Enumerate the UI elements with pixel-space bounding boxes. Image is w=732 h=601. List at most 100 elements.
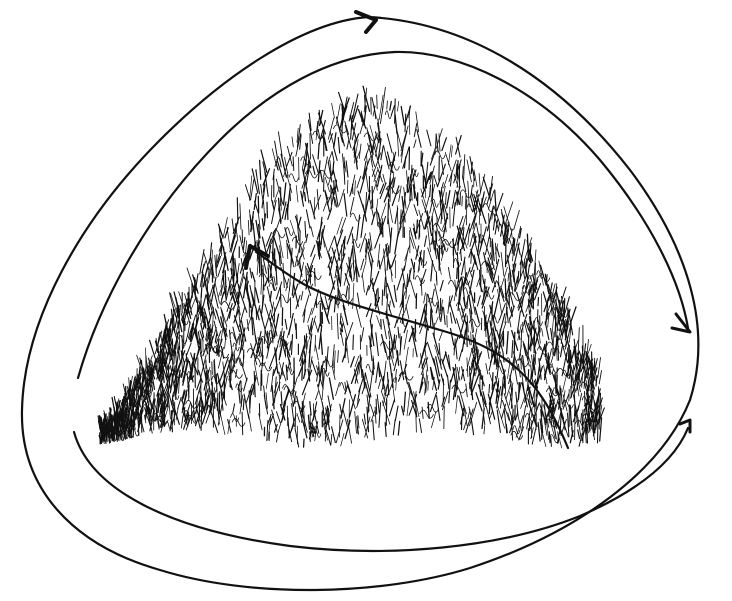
hatch-stroke xyxy=(301,291,303,300)
hatch-stroke xyxy=(285,208,287,219)
hatch-stroke xyxy=(382,290,383,305)
hatch-stroke xyxy=(479,174,480,193)
hatch-stroke xyxy=(454,281,458,301)
hatch-stroke xyxy=(316,391,319,400)
hatch-stroke xyxy=(176,352,177,368)
hatch-stroke xyxy=(237,198,238,224)
hatch-stroke xyxy=(284,390,288,404)
hatch-stroke xyxy=(397,307,402,323)
hatch-stroke xyxy=(355,181,356,196)
hatch-stroke xyxy=(272,201,274,210)
hatch-stroke xyxy=(596,376,597,386)
hatch-stroke xyxy=(457,164,458,179)
hatch-stroke xyxy=(378,379,380,388)
hatch-stroke xyxy=(431,261,433,281)
hatch-stroke xyxy=(459,396,464,416)
hatch-stroke xyxy=(272,410,278,432)
hatch-stroke xyxy=(232,219,234,231)
hatch-stroke xyxy=(466,384,468,397)
hatch-stroke xyxy=(561,388,562,404)
hatch-stroke xyxy=(378,168,383,182)
hatch-squiggle xyxy=(439,237,452,245)
hatch-stroke xyxy=(381,146,383,159)
hatch-stroke xyxy=(181,417,182,428)
hatch-stroke xyxy=(414,140,416,148)
hatch-stroke xyxy=(324,371,325,381)
hatch-stroke xyxy=(417,220,418,233)
hatch-stroke xyxy=(551,437,552,447)
hatch-stroke xyxy=(295,428,299,447)
hatch-squiggle xyxy=(538,274,550,282)
hatch-stroke xyxy=(290,341,291,350)
hatch-stroke xyxy=(382,335,386,353)
hatch-stroke xyxy=(493,296,499,320)
hatch-stroke xyxy=(346,161,348,177)
hatch-stroke xyxy=(430,185,431,197)
hatch-stroke xyxy=(357,176,361,188)
hatch-stroke xyxy=(287,205,288,220)
hatch-stroke xyxy=(285,319,287,329)
hatch-stroke xyxy=(288,418,290,438)
hatch-stroke xyxy=(534,329,535,352)
hatch-stroke xyxy=(291,256,292,267)
hatch-squiggle xyxy=(420,410,434,418)
hatch-stroke xyxy=(440,281,443,291)
hatch-stroke xyxy=(275,141,278,159)
hatch-stroke xyxy=(355,412,357,434)
hatch-stroke xyxy=(482,376,483,390)
hatch-stroke xyxy=(446,193,447,205)
hatch-stroke xyxy=(239,289,247,312)
hatch-stroke xyxy=(476,223,480,243)
hatch-stroke xyxy=(356,305,362,327)
hatch-squiggle xyxy=(324,359,333,367)
hatch-stroke xyxy=(402,406,404,415)
hatch-stroke xyxy=(383,174,385,183)
hatch-stroke xyxy=(411,165,412,182)
hatch-stroke xyxy=(313,166,315,174)
hatch-stroke xyxy=(331,435,332,446)
hatch-stroke xyxy=(442,138,447,151)
hatch-squiggle xyxy=(483,204,494,212)
hatch-stroke xyxy=(396,378,397,391)
hatch-stroke xyxy=(376,399,377,414)
hatch-stroke xyxy=(281,187,282,210)
hatch-squiggle xyxy=(508,293,522,301)
hatch-stroke xyxy=(340,404,342,412)
hatch-squiggle xyxy=(435,151,446,159)
hatch-stroke xyxy=(571,387,572,398)
hatch-stroke xyxy=(308,308,313,322)
hatch-stroke xyxy=(227,227,230,250)
hatch-stroke xyxy=(598,358,601,378)
hatch-stroke xyxy=(278,132,282,157)
hatch-stroke xyxy=(318,144,319,159)
hatch-stroke xyxy=(388,218,391,240)
hatch-stroke xyxy=(406,171,407,185)
hatch-stroke xyxy=(212,362,213,375)
hatch-stroke xyxy=(321,334,323,355)
hatch-stroke xyxy=(293,157,294,171)
hatch-stroke xyxy=(320,170,322,182)
hatch-stroke xyxy=(600,393,601,409)
hatch-stroke xyxy=(516,392,518,416)
hatch-stroke xyxy=(466,322,467,346)
hatch-stroke xyxy=(261,150,267,172)
hatch-stroke xyxy=(306,210,310,228)
hatch-stroke xyxy=(287,244,293,263)
hatch-stroke xyxy=(564,299,565,317)
hatch-stroke xyxy=(437,396,441,421)
hatch-stroke xyxy=(444,175,448,188)
hatch-stroke xyxy=(478,254,481,269)
hatch-stroke xyxy=(340,267,341,286)
hatch-stroke xyxy=(401,107,404,125)
hatch-stroke xyxy=(497,194,503,211)
hatch-stroke xyxy=(353,335,354,349)
hatch-stroke xyxy=(395,406,398,421)
hatch-squiggle xyxy=(366,364,373,372)
hatch-stroke xyxy=(486,364,488,374)
hatch-stroke xyxy=(392,255,396,267)
hatch-stroke xyxy=(377,95,378,108)
hatch-stroke xyxy=(405,114,406,132)
hatch-stroke xyxy=(581,414,582,423)
hatch-stroke xyxy=(377,199,378,208)
hatch-squiggle xyxy=(380,342,392,350)
